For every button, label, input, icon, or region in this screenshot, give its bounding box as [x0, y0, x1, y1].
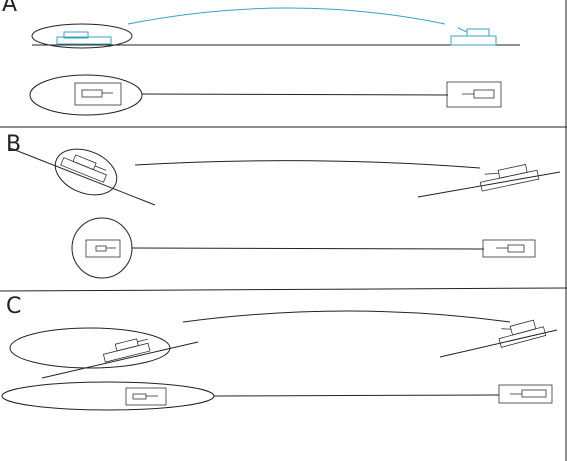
panel-c-topview-right-tank — [498, 384, 553, 404]
panel-b-left-ellipse — [54, 148, 118, 196]
panel-c-right-tank — [498, 319, 547, 348]
panel-c-topview-left-tank — [125, 387, 167, 406]
panel-a-topview-line — [141, 93, 449, 96]
panel-divider-bc — [0, 287, 567, 292]
panel-b-right-tank — [479, 164, 540, 192]
panel-c-trajectory — [182, 310, 511, 323]
panel-c-left-ellipse — [9, 327, 171, 369]
panel-b-topview-line — [131, 247, 485, 250]
panel-c-label: C — [6, 294, 22, 319]
panel-a-left-tank — [56, 31, 112, 45]
panel-c-topview-line — [213, 394, 500, 397]
panel-a-topview-left-tank — [74, 82, 122, 106]
panel-a-topview-ellipse — [29, 74, 143, 116]
panel-b-trajectory — [134, 160, 481, 169]
panel-b-right-slope — [417, 171, 561, 198]
panel-c-left-slope — [41, 341, 199, 379]
panel-b-topview-left-tank — [85, 239, 121, 258]
panel-b-topview-right-tank — [482, 239, 536, 258]
panel-c-right-slope — [439, 329, 558, 358]
panel-b-left-slope — [9, 147, 156, 206]
panel-a-trajectory — [127, 7, 446, 25]
panel-c-left-tank — [102, 338, 151, 363]
panel-b-left-tank — [60, 154, 107, 183]
panel-b-topview-circle — [71, 217, 133, 279]
panel-b — [9, 147, 561, 279]
panel-c-topview-ellipse — [1, 381, 215, 411]
panel-a-left-ellipse — [31, 23, 133, 49]
panel-a-right-tank — [450, 27, 497, 46]
panel-a-topview-right-tank — [446, 81, 502, 108]
panel-a — [29, 7, 520, 116]
panel-c — [1, 310, 558, 411]
panel-b-label: B — [6, 132, 22, 157]
panel-a-label: A — [2, 0, 18, 17]
